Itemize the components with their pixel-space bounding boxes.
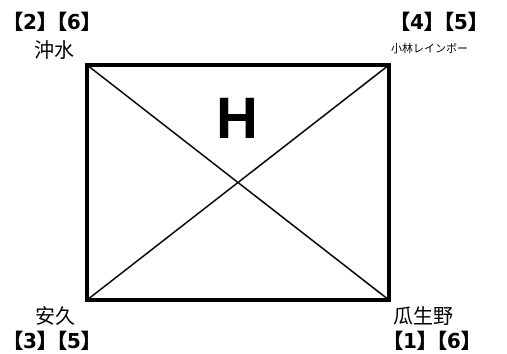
top-left-codes: 【2】【6】 [3,10,101,34]
top-right-name: 小林レインボー [391,42,468,55]
center-label: H [216,86,258,151]
top-right-codes: 【4】【5】 [390,10,488,34]
bottom-left-name: 安久 [35,304,75,328]
top-left-name: 沖水 [34,38,74,62]
bottom-left-codes: 【3】【5】 [3,329,101,353]
bottom-right-codes: 【1】【6】 [383,329,481,353]
diagonal-line-2 [86,64,390,301]
field-outline [85,63,391,302]
bottom-right-name: 瓜生野 [393,304,453,328]
